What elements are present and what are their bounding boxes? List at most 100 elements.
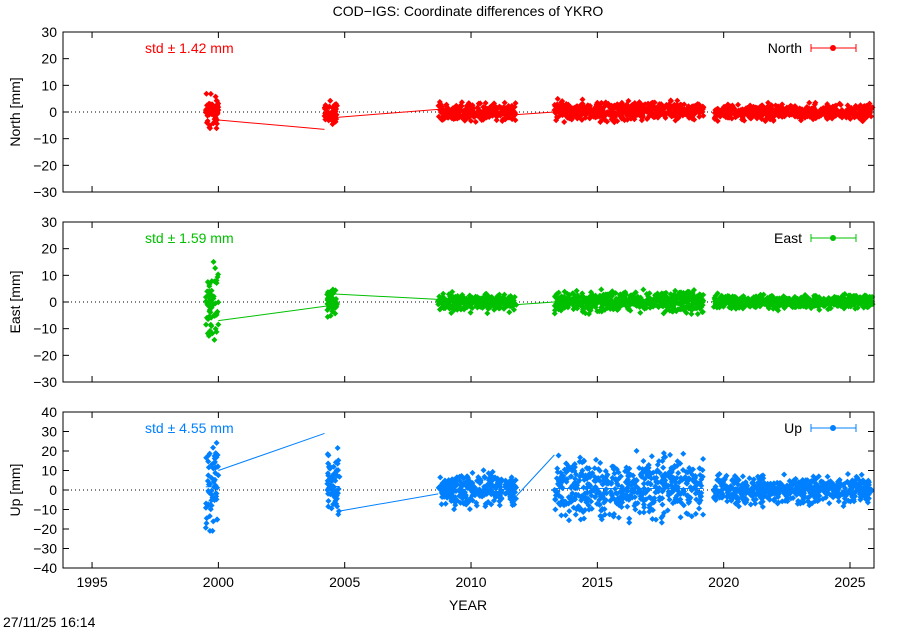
data-point	[492, 103, 499, 110]
data-point	[456, 112, 463, 119]
data-point	[467, 110, 474, 117]
data-point	[711, 114, 718, 121]
data-point	[640, 286, 647, 293]
data-point	[554, 465, 561, 472]
data-point	[851, 106, 858, 113]
data-point	[203, 90, 210, 97]
data-point	[810, 105, 817, 112]
data-point	[739, 116, 746, 123]
data-point	[739, 473, 746, 480]
data-point	[621, 105, 628, 112]
data-point	[713, 109, 720, 116]
data-point	[857, 106, 864, 113]
timestamp: 27/11/25 16:14	[3, 614, 96, 630]
data-point	[794, 108, 801, 115]
data-point	[574, 115, 581, 122]
data-point	[579, 96, 586, 103]
data-point	[812, 115, 819, 122]
data-point	[457, 106, 464, 113]
data-point	[700, 456, 707, 463]
data-point	[210, 120, 217, 127]
data-point	[844, 471, 851, 478]
data-point	[204, 117, 211, 124]
data-point	[213, 125, 220, 132]
data-point	[654, 114, 661, 121]
data-point	[477, 109, 484, 116]
data-point	[203, 520, 210, 527]
data-point	[657, 105, 664, 112]
data-point	[208, 323, 215, 330]
data-point	[462, 114, 469, 121]
data-point	[680, 450, 687, 457]
y-tick-label: 10	[41, 77, 57, 93]
data-point	[645, 105, 652, 112]
data-point	[213, 439, 220, 446]
data-point	[329, 121, 336, 128]
data-point	[677, 101, 684, 108]
data-point	[334, 444, 341, 451]
data-point	[207, 302, 214, 309]
data-point	[618, 99, 625, 106]
y-tick-label: 30	[41, 214, 57, 230]
y-tick-label: −10	[33, 321, 57, 337]
y-axis-label: North [mm]	[7, 77, 23, 146]
x-tick-label: 2010	[455, 574, 486, 590]
data-point	[211, 278, 218, 285]
data-point	[322, 116, 329, 123]
data-point	[208, 287, 215, 294]
data-point	[472, 118, 479, 125]
data-point	[488, 103, 495, 110]
y-tick-label: 40	[41, 404, 57, 420]
y-tick-label: −30	[33, 184, 57, 200]
data-point	[806, 111, 813, 118]
data-point	[866, 100, 873, 107]
y-tick-label: 20	[41, 241, 57, 257]
data-point	[805, 106, 812, 113]
std-label: std ± 1.59 mm	[145, 230, 234, 246]
data-point	[763, 115, 770, 122]
data-point	[674, 97, 681, 104]
data-point	[484, 310, 491, 317]
data-point	[477, 100, 484, 107]
data-point	[206, 124, 213, 131]
data-point	[847, 115, 854, 122]
data-point	[214, 102, 221, 109]
data-point	[566, 517, 573, 524]
data-point	[322, 104, 329, 111]
data-point	[700, 112, 707, 119]
data-point	[597, 118, 604, 125]
data-point	[330, 104, 337, 111]
y-axis-label: East [mm]	[7, 270, 23, 333]
data-point	[637, 309, 644, 316]
data-point	[631, 100, 638, 107]
data-point	[466, 506, 473, 513]
series-line	[218, 119, 325, 130]
data-point	[738, 112, 745, 119]
x-axis-label: YEAR	[449, 597, 487, 613]
data-point	[775, 108, 782, 115]
x-tick-label: 1995	[76, 574, 107, 590]
data-point	[604, 110, 611, 117]
y-axis-label: Up [mm]	[7, 464, 23, 517]
std-label: std ± 4.55 mm	[145, 420, 234, 436]
data-point	[788, 111, 795, 118]
y-tick-label: 10	[41, 463, 57, 479]
data-point	[208, 314, 215, 321]
data-point	[735, 101, 742, 108]
data-point	[212, 110, 219, 117]
y-tick-label: 20	[41, 51, 57, 67]
data-point	[624, 503, 631, 510]
data-point	[215, 321, 222, 328]
data-point	[437, 474, 444, 481]
data-point	[665, 101, 672, 108]
data-point	[844, 102, 851, 109]
data-point	[564, 114, 571, 121]
y-tick-label: −10	[33, 502, 57, 518]
data-point	[847, 111, 854, 118]
data-point	[552, 506, 559, 513]
series-line	[337, 493, 439, 512]
std-label: std ± 1.42 mm	[145, 40, 234, 56]
data-point	[437, 101, 444, 108]
